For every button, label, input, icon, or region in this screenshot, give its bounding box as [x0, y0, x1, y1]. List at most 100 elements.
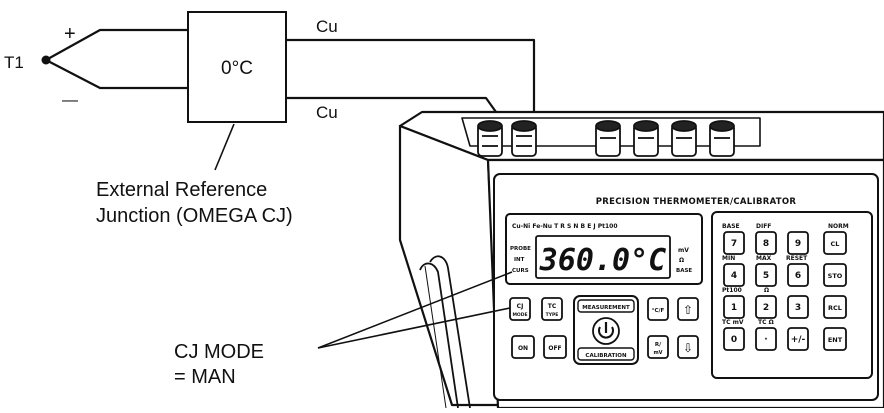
minus-terminal-label: —	[62, 92, 78, 109]
svg-text:5: 5	[763, 271, 769, 281]
binding-post-2	[511, 120, 537, 157]
svg-text:R/: R/	[655, 342, 662, 348]
keypad-keys: 7 8 9 CL 4 5 6 STO 1 2 3 RCL 0 · +/- ENT	[723, 231, 847, 351]
binding-post-1	[477, 120, 503, 157]
cj-mode-callout-lines	[317, 271, 513, 349]
binding-post-4	[633, 120, 659, 157]
keypad-key-3[interactable]: 9	[787, 231, 809, 255]
keypad-key-16[interactable]: ENT	[823, 327, 847, 351]
thermocouple-junction	[41, 55, 51, 65]
unit-buttons: °C/F ⇧ R/ mV ⇩	[647, 297, 699, 359]
svg-text:RCL: RCL	[828, 304, 842, 312]
keypad-key-1[interactable]: 7	[723, 231, 745, 255]
binding-posts	[477, 120, 735, 157]
cj-caption-line-2: = MAN	[174, 366, 236, 388]
control-buttons: CJ MODE TC TYPE ON OFF	[509, 297, 567, 359]
display-right-label-3: BASE	[676, 268, 692, 274]
keypad-key-5[interactable]: 4	[723, 263, 745, 287]
svg-text:0: 0	[731, 335, 737, 345]
keypad-key-7[interactable]: 6	[787, 263, 809, 287]
on-button[interactable]: ON	[511, 335, 535, 359]
sensor-type-labels: Cu-Ni Fe-Nu T R S N B E J Pt100	[512, 223, 618, 230]
display-left-label-1: PROBE	[510, 246, 531, 252]
svg-text:8: 8	[763, 239, 769, 249]
instrument-title: PRECISION THERMOMETER/CALIBRATOR	[596, 197, 797, 207]
off-button[interactable]: OFF	[543, 335, 567, 359]
keypad-key-15[interactable]: +/-	[787, 327, 809, 351]
keypad-key-4[interactable]: CL	[823, 231, 847, 255]
dial-bottom-label: CALIBRATION	[585, 353, 627, 359]
keypad-key-11[interactable]: 3	[787, 295, 809, 319]
keypad-key-6[interactable]: 5	[755, 263, 777, 287]
keypad-key-2[interactable]: 8	[755, 231, 777, 255]
svg-text:CL: CL	[831, 240, 840, 248]
keypad-label-row2-right: RESET	[786, 255, 808, 262]
reference-temperature-label: 0°C	[221, 58, 253, 79]
display-right-label-1: mV	[678, 247, 689, 254]
instrument-handle	[419, 255, 471, 409]
keypad-key-9[interactable]: 1	[723, 295, 745, 319]
binding-post-3	[595, 120, 621, 157]
cj-caption-line-1: CJ MODE	[174, 341, 264, 363]
copper-wire-label-top: Cu	[316, 17, 338, 36]
keypad-key-14[interactable]: ·	[755, 327, 777, 351]
reference-caption-line-1: External Reference	[96, 179, 267, 201]
keypad-label-row2-mid: MAX	[756, 255, 772, 262]
svg-text:·: ·	[764, 335, 767, 345]
svg-text:1: 1	[731, 303, 737, 313]
keypad-label-row1-mid: DIFF	[756, 223, 771, 230]
reference-junction-box	[187, 11, 287, 123]
svg-text:STO: STO	[828, 272, 843, 280]
svg-text:TC: TC	[548, 303, 557, 310]
display-right-label-2: Ω	[679, 257, 684, 264]
svg-text:mV: mV	[653, 350, 662, 356]
plus-terminal-label: +	[64, 23, 76, 45]
dial-top-label: MEASUREMENT	[582, 305, 630, 311]
thermocouple-circuit	[45, 28, 536, 113]
svg-text:CJ: CJ	[517, 303, 524, 310]
unit-button[interactable]: °C/F	[647, 297, 669, 321]
keypad-key-12[interactable]: RCL	[823, 295, 847, 319]
keypad-label-row4-mid: TC Ω	[758, 319, 774, 326]
svg-text:7: 7	[731, 239, 737, 249]
svg-text:ON: ON	[518, 345, 528, 352]
lcd-reading: 360.0°C	[539, 243, 666, 278]
keypad-label-row2-left: MIN	[722, 255, 735, 262]
mode-dial[interactable]: MEASUREMENT CALIBRATION	[573, 295, 639, 365]
cj-mode-button[interactable]: CJ MODE	[509, 297, 531, 321]
reference-callout-line	[214, 123, 235, 171]
keypad-label-row3-left: Pt100	[722, 287, 742, 294]
up-arrow-icon: ⇧	[683, 303, 693, 317]
keypad-key-10[interactable]: 2	[755, 295, 777, 319]
svg-text:°C/F: °C/F	[652, 308, 665, 314]
up-button[interactable]: ⇧	[677, 297, 699, 321]
svg-text:+/-: +/-	[791, 335, 806, 345]
svg-text:MODE: MODE	[512, 312, 527, 318]
svg-text:4: 4	[731, 271, 737, 281]
tc-type-button[interactable]: TC TYPE	[541, 297, 563, 321]
keypad-label-row1-right: NORM	[828, 223, 849, 230]
keypad-key-13[interactable]: 0	[723, 327, 745, 351]
keypad-label-row1-left: BASE	[722, 223, 740, 230]
keypad-label-row4-left: TC mV	[722, 319, 744, 326]
svg-text:3: 3	[795, 303, 801, 313]
svg-text:6: 6	[795, 271, 801, 281]
svg-text:OFF: OFF	[548, 345, 561, 352]
keypad-key-8[interactable]: STO	[823, 263, 847, 287]
unit-mv-button[interactable]: R/ mV	[647, 335, 669, 359]
reference-caption-line-2: Junction (OMEGA CJ)	[96, 205, 293, 227]
svg-text:TYPE: TYPE	[546, 312, 559, 318]
svg-text:9: 9	[795, 239, 801, 249]
svg-text:2: 2	[763, 303, 769, 313]
binding-post-5	[671, 120, 697, 157]
binding-post-6	[709, 120, 735, 157]
down-button[interactable]: ⇩	[677, 335, 699, 359]
display-left-label-2: INT	[514, 257, 525, 263]
lcd-window	[535, 235, 671, 279]
down-arrow-icon: ⇩	[683, 341, 693, 355]
display-area: Cu-Ni Fe-Nu T R S N B E J Pt100 360.0°C …	[505, 213, 703, 285]
